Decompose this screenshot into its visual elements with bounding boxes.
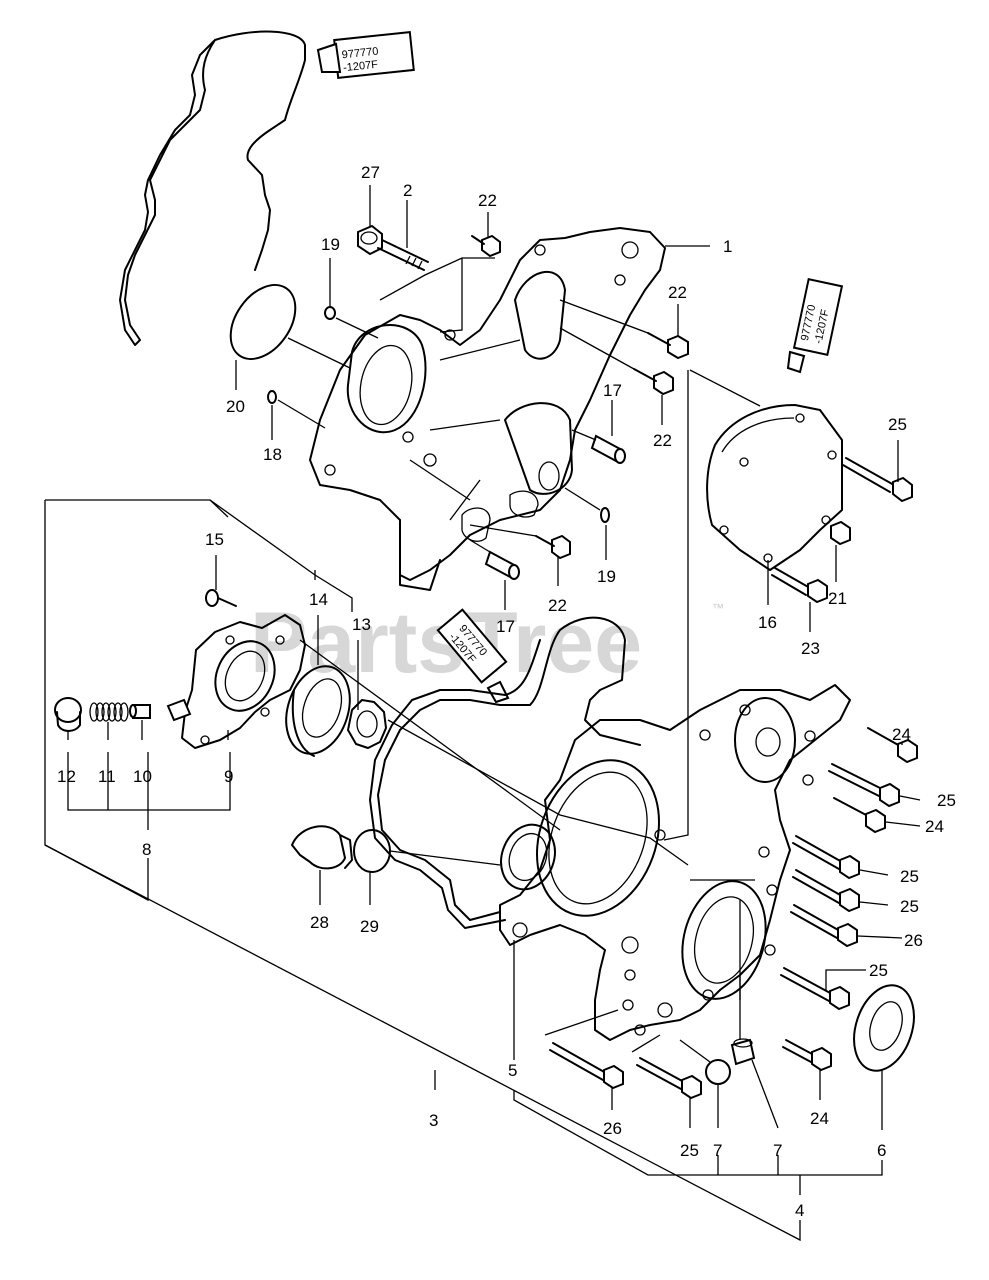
sealant-code-top-2: -1207F — [343, 59, 379, 75]
label-25-lower: 25 — [680, 1141, 699, 1160]
bolt-24-lower — [782, 1039, 832, 1072]
part-labels: 1 2 3 4 5 6 7 7 8 9 10 11 12 13 14 15 16… — [57, 163, 956, 1220]
leader-lines — [44, 185, 921, 1242]
sealant-tube-right: 977770 -1207F — [786, 278, 844, 374]
bolt-25-a — [792, 835, 860, 880]
nut-27 — [357, 224, 383, 256]
o-ring-19-top — [324, 306, 336, 320]
bolt-24-upper — [867, 727, 918, 764]
label-6: 6 — [877, 1141, 886, 1160]
label-10: 10 — [133, 767, 152, 786]
label-25-cover: 25 — [888, 415, 907, 434]
plug-12 — [54, 697, 82, 732]
label-13: 13 — [352, 615, 371, 634]
watermark: PartsTree — [250, 595, 642, 691]
gear-case-5 — [499, 684, 851, 1041]
label-22-right-lower: 22 — [653, 431, 672, 450]
oil-seal-6 — [853, 984, 915, 1072]
watermark-trademark: ™ — [712, 601, 724, 615]
label-25-upper: 25 — [937, 791, 956, 810]
label-25-a: 25 — [900, 867, 919, 886]
label-29: 29 — [360, 917, 379, 936]
label-17-upper: 17 — [603, 381, 622, 400]
bolt-25-cover — [842, 457, 913, 503]
bolt-25-b — [792, 869, 860, 913]
bolt-25-c — [780, 967, 850, 1011]
bolt-24-middle — [833, 797, 886, 834]
label-22-right-upper: 22 — [668, 283, 687, 302]
label-25-c: 25 — [869, 961, 888, 980]
bolt-22-b — [647, 332, 689, 360]
inner-rotor-13 — [347, 699, 387, 749]
label-24-lower: 24 — [810, 1109, 829, 1128]
outer-rotor-14 — [285, 665, 351, 757]
relief-valve-10 — [129, 704, 151, 719]
label-12: 12 — [57, 767, 76, 786]
bolt-22-c — [633, 368, 674, 396]
label-1: 1 — [723, 237, 732, 256]
gasket-lower — [369, 616, 641, 929]
label-19-top: 19 — [321, 235, 340, 254]
oil-filler-cap-28 — [291, 825, 353, 870]
cover-plate-16 — [706, 404, 843, 571]
bolt-23 — [771, 567, 828, 604]
label-9: 9 — [224, 767, 233, 786]
label-22-top: 22 — [478, 191, 497, 210]
label-26-lower: 26 — [603, 1119, 622, 1138]
o-ring-20 — [229, 284, 297, 360]
label-2: 2 — [403, 181, 412, 200]
o-ring-29 — [353, 829, 391, 873]
oil-pump-cover-9 — [166, 614, 306, 749]
label-28: 28 — [310, 913, 329, 932]
o-ring-18 — [267, 390, 277, 404]
plug-7-a — [705, 1059, 731, 1085]
bolt-26-right — [790, 904, 858, 948]
bolt-22-a — [471, 234, 501, 258]
label-25-b: 25 — [900, 897, 919, 916]
label-16: 16 — [758, 613, 777, 632]
label-3: 3 — [429, 1111, 438, 1130]
label-24-middle: 24 — [925, 817, 944, 836]
bolt-26-lower — [549, 1042, 624, 1090]
stud-bolt-2 — [377, 239, 429, 271]
label-23: 23 — [801, 639, 820, 658]
label-27: 27 — [361, 163, 380, 182]
label-17-lower: 17 — [496, 617, 515, 636]
sealant-tube-middle: 977770 -1207F — [436, 608, 510, 704]
o-ring-19-right — [600, 507, 610, 523]
label-26-right: 26 — [904, 931, 923, 950]
sealant-tube-top: 977770 -1207F — [316, 31, 415, 79]
dowel-pin-17-lower — [484, 550, 520, 580]
label-11: 11 — [98, 767, 116, 786]
gear-case-cover-1 — [309, 227, 666, 591]
label-8: 8 — [142, 840, 151, 859]
bolt-22-d — [535, 534, 571, 560]
dowel-pin-17-upper — [590, 434, 626, 464]
bolt-25-upper — [828, 763, 900, 808]
label-15: 15 — [205, 530, 224, 549]
bolt-21 — [830, 520, 851, 546]
label-22-bottom: 22 — [548, 596, 567, 615]
sealant-code-top-1: 977770 — [341, 46, 379, 62]
bolt-25-lower — [636, 1057, 702, 1100]
label-18: 18 — [263, 445, 282, 464]
gasket-top — [119, 30, 306, 346]
label-14: 14 — [309, 590, 328, 609]
label-21: 21 — [828, 589, 847, 608]
label-4: 4 — [795, 1201, 804, 1220]
label-20: 20 — [226, 397, 245, 416]
spring-11 — [89, 702, 129, 722]
label-5: 5 — [508, 1061, 517, 1080]
label-19-right: 19 — [597, 567, 616, 586]
label-7-a: 7 — [713, 1141, 722, 1160]
screw-15 — [205, 589, 237, 607]
plug-7-b — [730, 1038, 756, 1066]
label-7-b: 7 — [773, 1141, 782, 1160]
label-24-upper: 24 — [892, 725, 911, 744]
